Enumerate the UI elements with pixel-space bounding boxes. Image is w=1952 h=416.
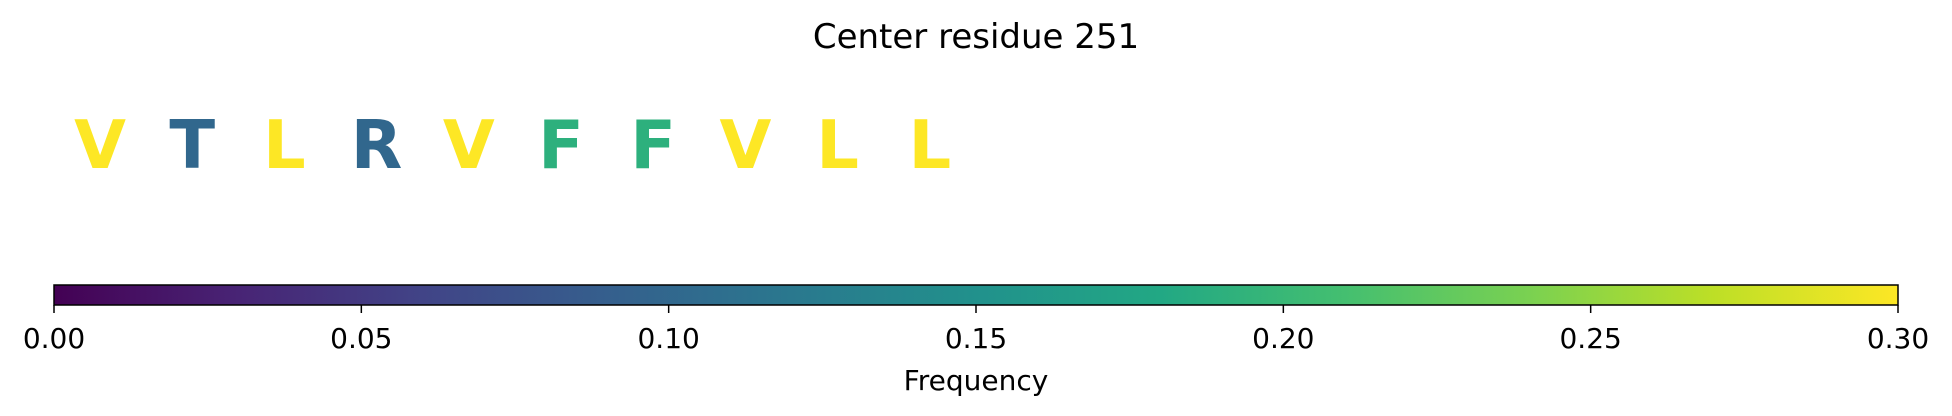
residue-letter: L [263, 106, 306, 184]
chart-title: Center residue 251 [813, 17, 1139, 57]
colorbar-tick-label: 0.25 [1559, 322, 1621, 355]
residue-letter: V [719, 106, 771, 184]
colorbar-tick-label: 0.05 [330, 322, 392, 355]
colorbar-tick-label: 0.00 [23, 322, 85, 355]
residue-letter: T [169, 106, 215, 184]
colorbar-label: Frequency [904, 364, 1049, 397]
colorbar-tick-label: 0.20 [1252, 322, 1314, 355]
residue-letter: F [538, 106, 584, 184]
colorbar-tick-label: 0.30 [1867, 322, 1929, 355]
colorbar-tick-label: 0.10 [637, 322, 699, 355]
residue-letter: V [74, 106, 126, 184]
residue-letter: F [630, 106, 676, 184]
residue-letter: R [351, 106, 403, 184]
colorbar-tick-label: 0.15 [945, 322, 1007, 355]
residue-letter: L [816, 106, 859, 184]
colorbar [53, 284, 1899, 306]
colorbar-ticks: 0.00 0.05 0.10 0.15 0.20 0.25 0.30 [23, 305, 1929, 355]
residue-letter: L [908, 106, 951, 184]
residue-letter: V [443, 106, 495, 184]
